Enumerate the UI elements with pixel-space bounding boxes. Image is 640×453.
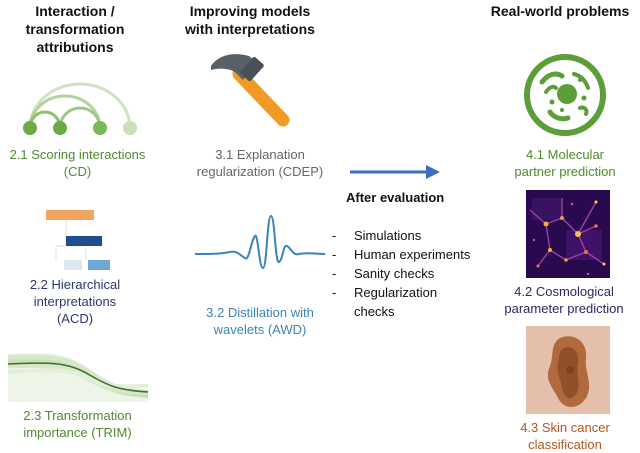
cell-icon xyxy=(524,54,606,136)
list-item: Human experiments xyxy=(332,245,492,264)
evaluation-list: Simulations Human experiments Sanity che… xyxy=(332,226,492,321)
caption-hierarchical-interpretations: 2.2 Hierarchical interpretations (ACD) xyxy=(29,277,121,326)
wavelet-icon xyxy=(195,214,325,270)
list-item: Sanity checks xyxy=(332,264,492,283)
hierarchy-tree-icon xyxy=(46,210,110,270)
caption-distillation-wavelets: 3.2 Distillation with wavelets (AWD) xyxy=(206,305,314,337)
transformation-curves-icon xyxy=(8,353,148,402)
cosmology-map-image xyxy=(526,190,610,278)
header-improving-models: Improving models with interpretations xyxy=(185,3,315,37)
after-evaluation-title: After evaluation xyxy=(346,190,445,205)
interaction-arcs-icon xyxy=(23,82,137,135)
caption-molecular-partner: 4.1 Molecular partner prediction xyxy=(514,147,616,179)
list-item: Simulations xyxy=(332,226,492,245)
right-arrow-icon xyxy=(350,165,440,179)
skin-lesion-image xyxy=(526,326,610,414)
caption-scoring-interactions: 2.1 Scoring interactions (CD) xyxy=(9,147,146,179)
caption-transformation-importance: 2.3 Transformation importance (TRIM) xyxy=(23,408,132,440)
header-attributions: Interaction / transformation attribution… xyxy=(25,3,125,55)
header-real-world-problems: Real-world problems xyxy=(490,3,630,19)
hammer-icon xyxy=(211,54,290,127)
caption-cosmological-parameter: 4.2 Cosmological parameter prediction xyxy=(504,284,624,316)
caption-explanation-regularization: 3.1 Explanation regularization (CDEP) xyxy=(196,147,324,179)
caption-skin-cancer: 4.3 Skin cancer classification xyxy=(520,420,610,452)
